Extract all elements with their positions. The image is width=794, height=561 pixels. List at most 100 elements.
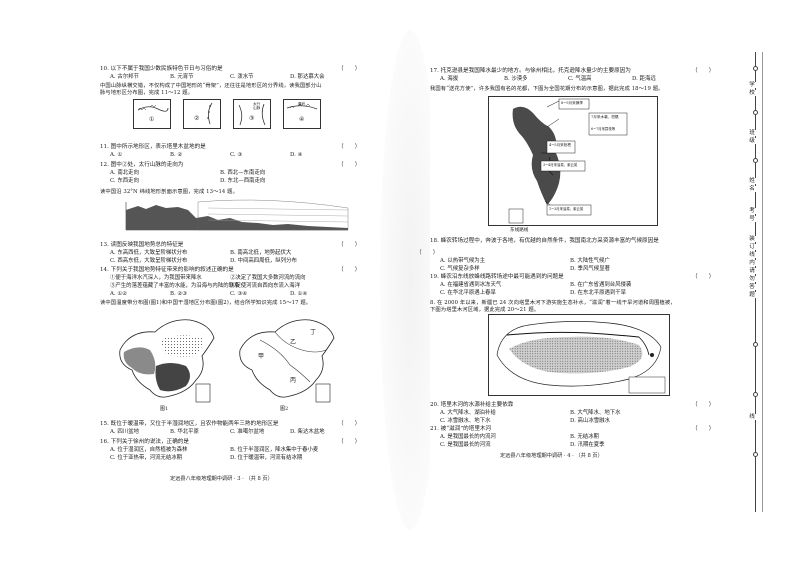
option: D. 中间高四周低，纵列分布	[230, 258, 297, 264]
option: B. 大陆性气候广	[570, 258, 610, 264]
option: A. 东高西低，大致呈阶梯状分布	[110, 250, 188, 256]
option: ③产生的落差蕴藏了丰富的水能，为沿海与内陆的联系	[110, 283, 240, 289]
svg-text:丁: 丁	[310, 329, 316, 336]
option: B. 无结冰期	[570, 434, 599, 440]
answer-bracket: （ ）	[692, 426, 715, 432]
binding-spine: 学 校 班 级 姓 名 考 号 装 订 线 内 请 勿 答 题 线	[742, 52, 770, 512]
option: C. 东西走向	[110, 178, 139, 184]
mountain-figure-2: ②	[183, 99, 221, 129]
option: D. 汛期在夏季	[570, 442, 605, 448]
option: C. ③④	[230, 291, 248, 297]
intro-text: 脉与地形区分布图，完成 11～12 题。	[100, 90, 194, 96]
question-14: 14. 下列关于我国地势特征带来的影响的叙述正确的是	[100, 267, 234, 273]
option: ④促使河流自西向东流入海洋	[230, 283, 301, 289]
option: D. 季风气候显著	[570, 266, 610, 272]
answer-bracket: （ ）	[416, 250, 439, 256]
option: B. 元宵节	[170, 74, 194, 80]
spine-char: 装	[748, 236, 756, 243]
option: ②决定了我国大多数河流的流向	[230, 275, 306, 281]
spine-char: 校	[748, 90, 756, 97]
option: A. 是我国最长的内流河	[440, 434, 496, 440]
option: A. 位于湿润区，自然植被为森林	[110, 447, 188, 453]
question-15: 15. 既位于暖温带，又位于半湿润地区，且农作物能两年三熟的地形区是	[100, 421, 279, 427]
answer-bracket: （ ）	[338, 144, 361, 150]
answer-bracket: （ ）	[692, 402, 715, 408]
binding-hole	[753, 110, 758, 115]
intro-text: 中国山脉纵横交错，不仅构成了中国地形的“骨架”，还往往是地形区的分界线，读我国部…	[100, 83, 322, 89]
spine-char: 姓	[748, 178, 756, 185]
question-16: 16. 下列关于徐州的说法，正确的是	[100, 439, 189, 445]
dry-wet-region-map: 甲 乙 丙 丁 图2	[230, 310, 342, 414]
option: C. 气候复杂多样	[440, 266, 480, 272]
spine-char: 名	[748, 186, 756, 193]
option: B. 西北—东南走向	[220, 170, 266, 176]
option: A. 海拔	[440, 76, 459, 82]
option: C. 位于亚热带，河流无结冰期	[110, 455, 183, 461]
option: C. 泼水节	[230, 74, 254, 80]
answer-bracket: （ ）	[692, 68, 715, 74]
question-20: 20. 塔里木河的水源补给主要依靠	[430, 402, 514, 408]
intro-text: 下图为塔里木河区域，据此完成 20～21 题。	[430, 307, 540, 313]
option: C. 在华北平原遇上春旱	[440, 290, 496, 296]
option: A. 南北走向	[110, 170, 139, 176]
map-legend: 东线路线	[510, 228, 529, 233]
option: B. ②	[170, 152, 183, 158]
option: D. ①④	[290, 291, 308, 297]
spine-char: 勿	[748, 276, 756, 283]
question-18: 18. 蜂农转场过程中，奔波于各地，有优越的自然条件，我国南北方采资源丰富的气候…	[430, 238, 659, 244]
option: D. 位于暖温带，河流有结冰期	[230, 455, 303, 461]
spine-char: 请	[748, 268, 756, 275]
question-13: 13. 读图反映我国地势总的特征是	[100, 242, 184, 248]
mountain-label: 秦岭	[298, 102, 306, 106]
option: A. 以热带气候为主	[440, 258, 486, 264]
map-label: 8~9月采摘季	[561, 101, 583, 105]
temperature-zone-map: 图1	[110, 310, 222, 414]
option: C. ③	[230, 152, 243, 158]
spine-char: 学	[748, 82, 756, 89]
spine-char: 线	[748, 252, 756, 259]
option: B. 位于半湿润区，降水集中于春小麦	[230, 447, 319, 453]
option: A. 大气降水、湖泊补给	[440, 410, 496, 416]
svg-text:乙: 乙	[290, 339, 296, 346]
binding-hole	[753, 342, 758, 347]
question-17: 17. 托克逊县是我国降水最少的地方。与徐州相比，托克逊降水量少的主要原因为	[430, 68, 631, 74]
binding-hole	[753, 66, 758, 71]
question-19: 19. 蜂农沿东线放蜂线路转场途中最可能遇到的问题是	[430, 274, 564, 280]
option: B. 在广东省遇到台风侵袭	[570, 282, 632, 288]
binding-hole	[753, 392, 758, 397]
option: D. 东北—西南走向	[220, 178, 266, 184]
binding-line	[762, 52, 763, 512]
binding-hole	[753, 158, 758, 163]
option: A. 古尔邦节	[110, 74, 139, 80]
question-10: 10. 以下不属于我国少数民族特色节日与习俗的是	[100, 66, 223, 72]
option: D. 高山冰雪融水	[570, 418, 610, 424]
spine-char: 级	[748, 138, 756, 145]
map-label: 3~4月采油菜、紫云英	[543, 163, 578, 167]
spine-char: 题	[748, 292, 756, 299]
exam-page-3: 10. 以下不属于我国少数民族特色节日与习俗的是 （ ） A. 古尔邦节 B. …	[100, 52, 368, 514]
option: C. 西高东低，大致呈阶梯状分布	[110, 258, 188, 264]
intro-text: 8. 在 2000 年以来，新疆已 24 次向塔里木河下游实施生态补水，“滋润”…	[430, 300, 676, 306]
answer-bracket: （ ）	[338, 242, 361, 248]
map-label: 4~5月采枇杷	[549, 143, 571, 147]
spine-char: 订	[748, 244, 756, 251]
map-label: 1~3月采油菜、紫云英	[549, 207, 584, 211]
question-11: 11. 图中所示地形区，表示塔里木盆地的是	[100, 144, 206, 150]
option: D. 在东北平原遇到干旱	[570, 290, 627, 296]
option: ①便于海洋水汽深入，为我国带来降水	[110, 275, 202, 281]
option: A. ①	[110, 152, 123, 158]
page-footer: 定远县八年级地理期中调研 · 3 · （共 8 页）	[170, 476, 273, 482]
answer-bracket: （ ）	[338, 439, 361, 445]
figure-number: ②	[194, 115, 200, 122]
mountain-figure-3: ③ 太行山脉	[233, 99, 271, 129]
binding-hole	[753, 452, 758, 457]
option: B. 大气降水、地下水	[570, 410, 621, 416]
figure-number: ①	[149, 116, 155, 123]
question-12: 12. 图中②处，太行山脉的走向为	[100, 162, 184, 168]
figure-number: ③	[249, 115, 255, 122]
intro-text: 读中国温度带分布图(图1)和中国干湿地区分布图(图2)，结合所学知识完成 15～…	[100, 300, 312, 306]
tarim-river-figure	[488, 314, 670, 396]
svg-text:甲: 甲	[258, 353, 264, 360]
spine-char: 号	[748, 216, 756, 223]
terrain-profile-figure	[108, 198, 356, 236]
